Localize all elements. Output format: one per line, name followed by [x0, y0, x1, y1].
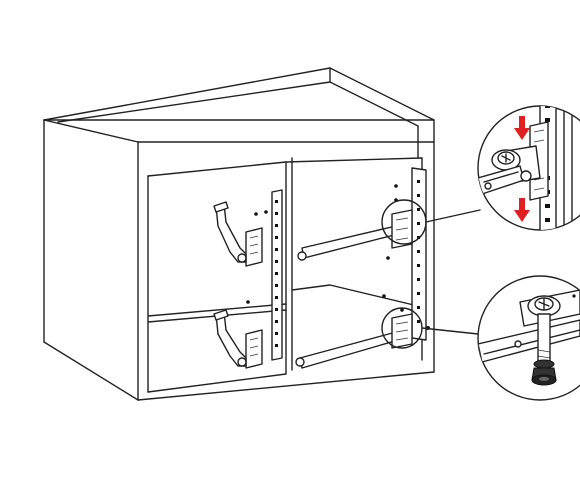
- strip-holes-right: [417, 180, 420, 323]
- lower-left-hinge: [213, 300, 263, 369]
- left-mounting-strip: [271, 189, 283, 361]
- upper-hinge-detail: [477, 105, 580, 231]
- red-arrow-lower: [514, 198, 530, 222]
- strip-holes-left: [275, 200, 278, 347]
- callout-marker-lower: [381, 307, 479, 349]
- upper-right-hinge-arm: [297, 184, 413, 261]
- red-arrow-upper: [514, 116, 530, 140]
- cabinet-body: [43, 67, 435, 401]
- lower-hinge-detail: [477, 275, 580, 401]
- callout-marker-upper: [381, 199, 481, 245]
- right-mounting-strip: [411, 167, 427, 341]
- lower-right-hinge-arm: [295, 294, 430, 369]
- upper-left-hinge: [213, 201, 268, 267]
